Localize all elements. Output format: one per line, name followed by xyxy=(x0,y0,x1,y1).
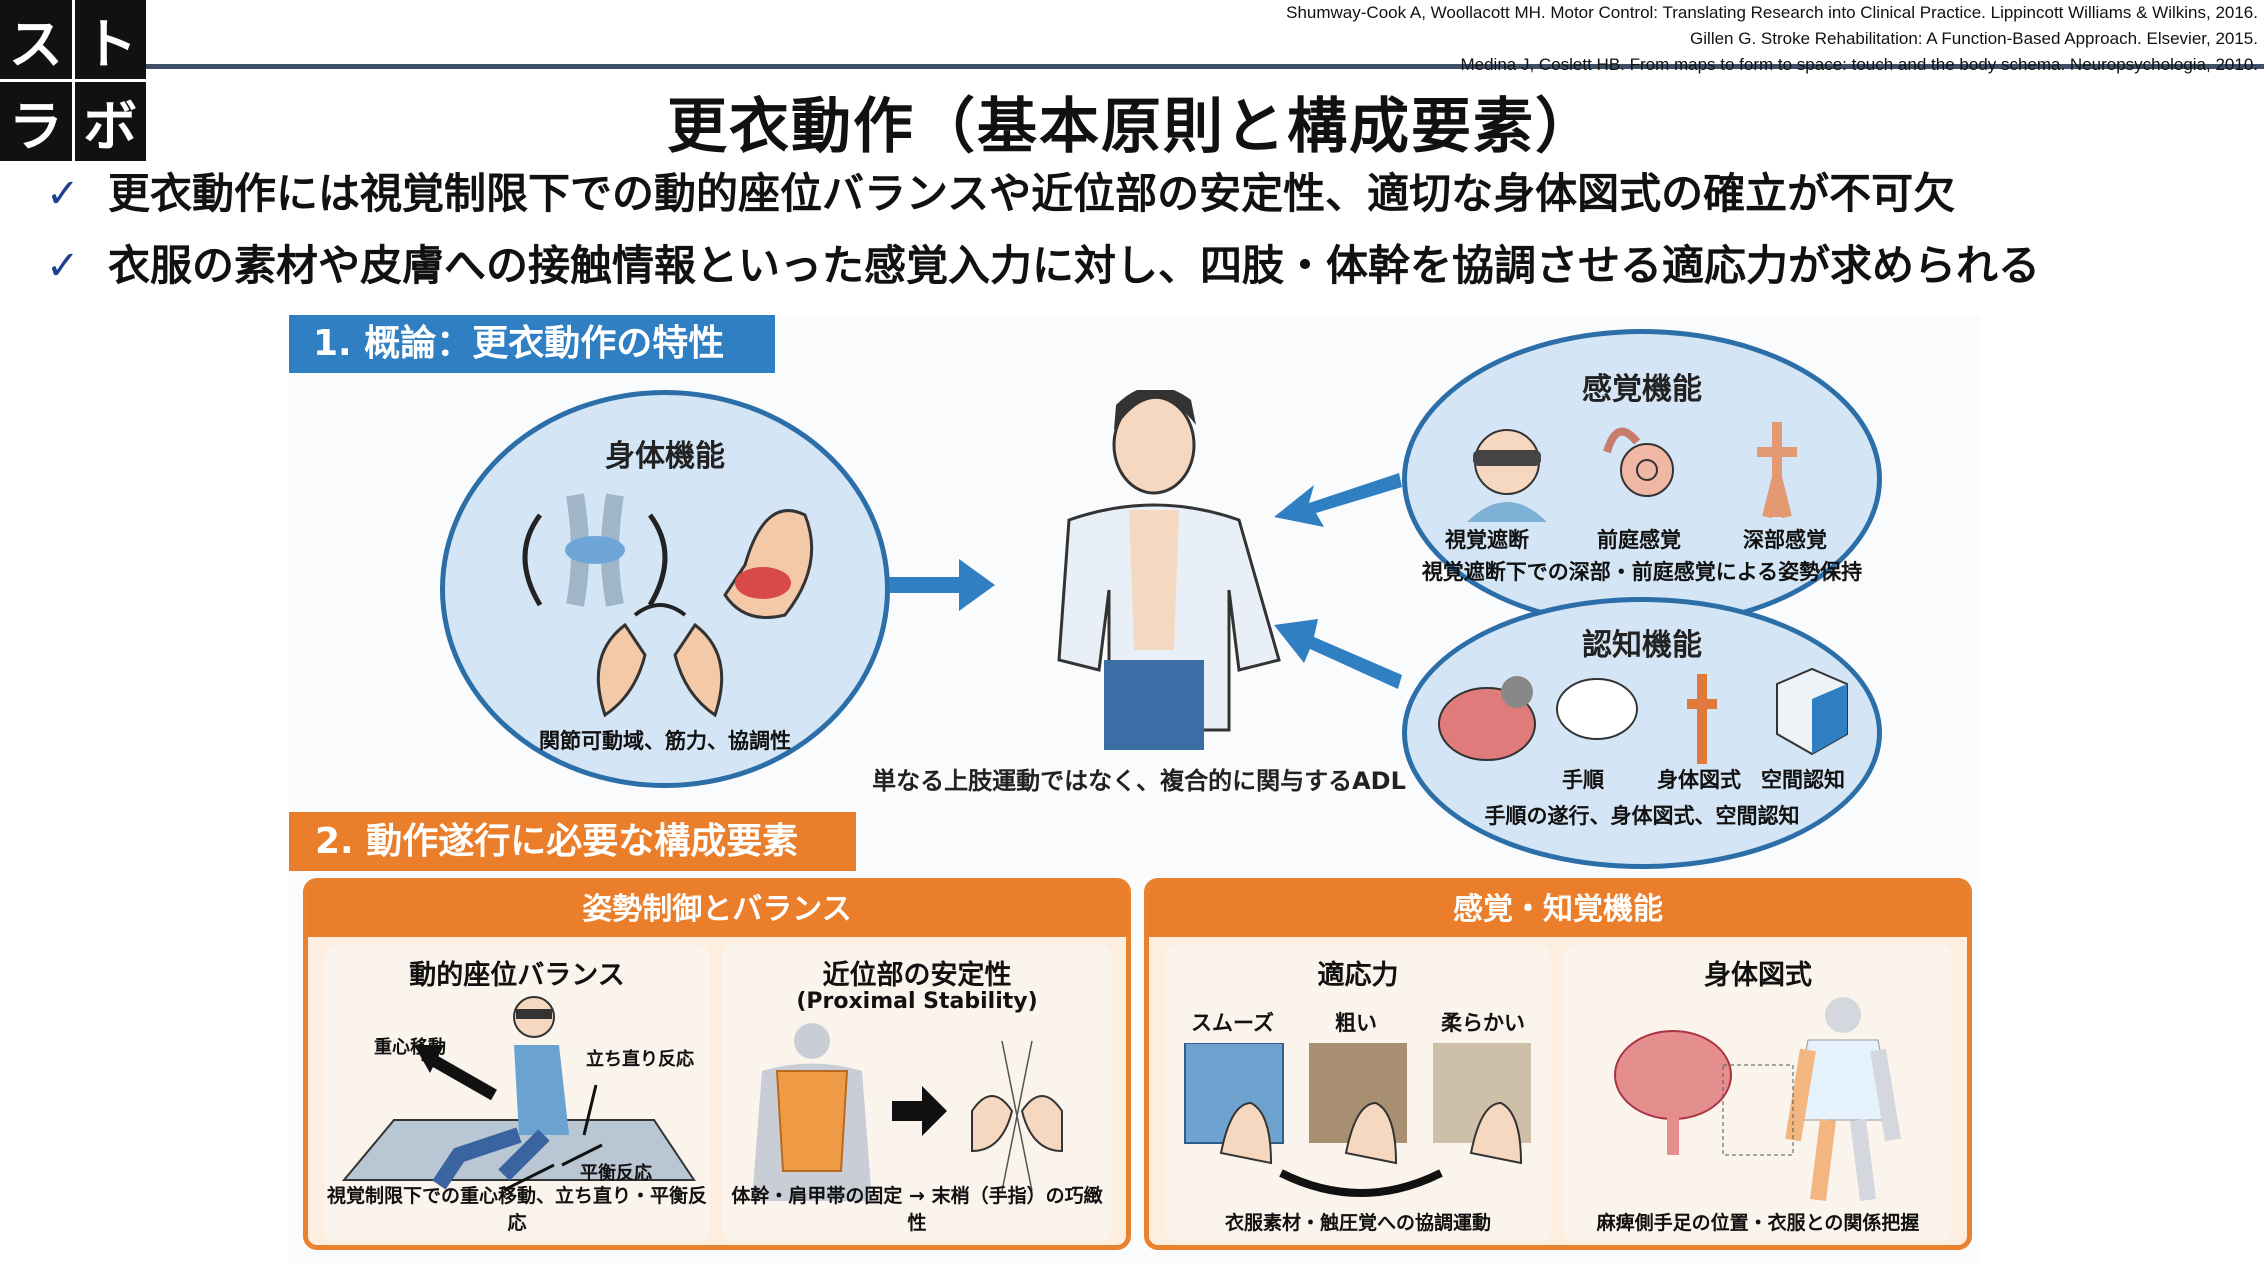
section1-header: 1. 概論：更衣動作の特性 xyxy=(289,315,775,373)
person-dressing-icon xyxy=(1057,390,1281,750)
physical-caption: 関節可動域、筋力、協調性 xyxy=(539,729,791,753)
cognitive-caption: 手順の遂行、身体図式、空間認知 xyxy=(1484,804,1800,828)
sensory-item: 深部感覚 xyxy=(1743,528,1827,552)
card-title: 身体図式 xyxy=(1704,960,1812,991)
reference: Shumway-Cook A, Woollacott MH. Motor Con… xyxy=(1286,3,2258,22)
center-caption: 単なる上肢運動ではなく、複合的に関与するADL xyxy=(872,767,1406,795)
texture-label: スムーズ xyxy=(1191,1011,1274,1035)
sitting-balance-icon xyxy=(341,996,696,1192)
reference: Gillen G. Stroke Rehabilitation: A Funct… xyxy=(1690,29,2258,48)
infographic: 1. 概論：更衣動作の特性 身体機能 関節可動域、筋力、協調性 単なる上肢運動で… xyxy=(289,315,1981,1263)
sensory-perception-panel: 感覚・知覚機能 適応力 スムーズ 粗い 柔らかい 衣服素材・触圧覚への協調運動 … xyxy=(1144,878,1972,1250)
header-rule xyxy=(146,64,2264,69)
logo-char: ラ xyxy=(0,82,72,161)
logo-char: ス xyxy=(0,0,72,79)
check-icon: ✓ xyxy=(46,171,80,217)
posture-balance-panel: 姿勢制御とバランス 動的座位バランス 重心移動 立ち直り反応 平衡反応 視覚制限… xyxy=(303,878,1131,1250)
panel-title: 感覚・知覚機能 xyxy=(1149,883,1967,937)
bullet-item: ✓ 更衣動作には視覚制限下での動的座位バランスや近位部の安定性、適切な身体図式の… xyxy=(46,166,2246,222)
physical-title: 身体機能 xyxy=(605,439,725,474)
card-subtitle: (Proximal Stability) xyxy=(796,989,1038,1014)
physical-function-circle: 身体機能 関節可動域、筋力、協調性 xyxy=(440,390,890,788)
bullet-text: 更衣動作には視覚制限下での動的座位バランスや近位部の安定性、適切な身体図式の確立… xyxy=(108,169,1956,218)
check-icon: ✓ xyxy=(46,243,80,289)
page-title: 更衣動作（基本原則と構成要素） xyxy=(667,92,1597,162)
section2-header: 2. 動作遂行に必要な構成要素 xyxy=(289,812,856,871)
card-caption: 体幹・肩甲帯の固定 → 末梢（手指）の巧緻性 xyxy=(731,1185,1103,1234)
cognitive-item: 身体図式 xyxy=(1657,768,1741,792)
card-title: 適応力 xyxy=(1317,960,1399,991)
references: Shumway-Cook A, Woollacott MH. Motor Con… xyxy=(1286,0,2258,78)
sensory-caption: 視覚遮断下での深部・前庭感覚による姿勢保持 xyxy=(1421,560,1863,584)
dynamic-sitting-balance-card: 動的座位バランス 重心移動 立ち直り反応 平衡反応 視覚制限下での重心移動、立ち… xyxy=(324,945,710,1241)
bullet-text: 衣服の素材や皮膚への接触情報といった感覚入力に対し、四肢・体幹を協調させる適応力… xyxy=(108,241,2041,290)
sensory-item: 視覚遮断 xyxy=(1445,528,1529,552)
arrow-right-icon xyxy=(889,559,995,611)
trunk-hands-icon xyxy=(752,1023,1063,1201)
card-title: 近位部の安定性 xyxy=(822,960,1012,991)
fabric-textures-icon xyxy=(1184,1043,1531,1197)
label-righting-reaction: 立ち直り反応 xyxy=(586,1049,694,1070)
card-caption: 麻痺側手足の位置・衣服との関係把握 xyxy=(1596,1212,1920,1234)
texture-label: 柔らかい xyxy=(1441,1011,1525,1035)
arrow-left-icon xyxy=(1274,619,1402,689)
label-equilibrium-reaction: 平衡反応 xyxy=(580,1163,652,1184)
logo-char: ト xyxy=(74,0,146,79)
texture-label: 粗い xyxy=(1335,1011,1377,1035)
arrow-left-icon xyxy=(1274,473,1402,527)
cognitive-item: 空間認知 xyxy=(1761,768,1845,792)
card-caption: 衣服素材・触圧覚への協調運動 xyxy=(1224,1212,1491,1234)
adaptability-card: 適応力 スムーズ 粗い 柔らかい 衣服素材・触圧覚への協調運動 xyxy=(1165,945,1551,1241)
logo-char: ボ xyxy=(74,82,146,161)
sensory-item: 前庭感覚 xyxy=(1597,528,1681,552)
joint-muscle-hands-icon xyxy=(522,493,814,718)
panel-title: 姿勢制御とバランス xyxy=(308,883,1126,937)
proximal-stability-card: 近位部の安定性 (Proximal Stability) 体幹・肩甲帯の固定 →… xyxy=(722,945,1112,1241)
bullet-item: ✓ 衣服の素材や皮膚への接触情報といった感覚入力に対し、四肢・体幹を協調させる適… xyxy=(46,238,2246,350)
brain-body-schema-icon xyxy=(1614,997,1901,1201)
sensory-icons xyxy=(1467,422,1797,522)
reference: Medina J, Coslett HB. From maps to form … xyxy=(1460,55,2258,74)
card-title: 動的座位バランス xyxy=(409,960,625,991)
cognitive-function-circle: 認知機能 手順 身体図式 空間認知 手順の遂行、身体図式、空間認知 xyxy=(1402,597,1882,869)
body-schema-card: 身体図式 麻痺側手足の位置・衣服との関係把握 xyxy=(1563,945,1953,1241)
cognitive-title: 認知機能 xyxy=(1582,628,1702,663)
logo: ス ト ラ ボ xyxy=(0,0,146,161)
card-caption: 視覚制限下での重心移動、立ち直り・平衡反応 xyxy=(326,1185,707,1234)
cognitive-item: 手順 xyxy=(1562,768,1604,792)
label-weight-shift: 重心移動 xyxy=(374,1037,446,1058)
sensory-title: 感覚機能 xyxy=(1582,372,1702,407)
cognitive-icons xyxy=(1438,667,1848,764)
sensory-function-circle: 感覚機能 視覚遮断 前庭感覚 深部感覚 視覚遮断下での深部・前庭感覚による姿勢保… xyxy=(1402,329,1882,629)
